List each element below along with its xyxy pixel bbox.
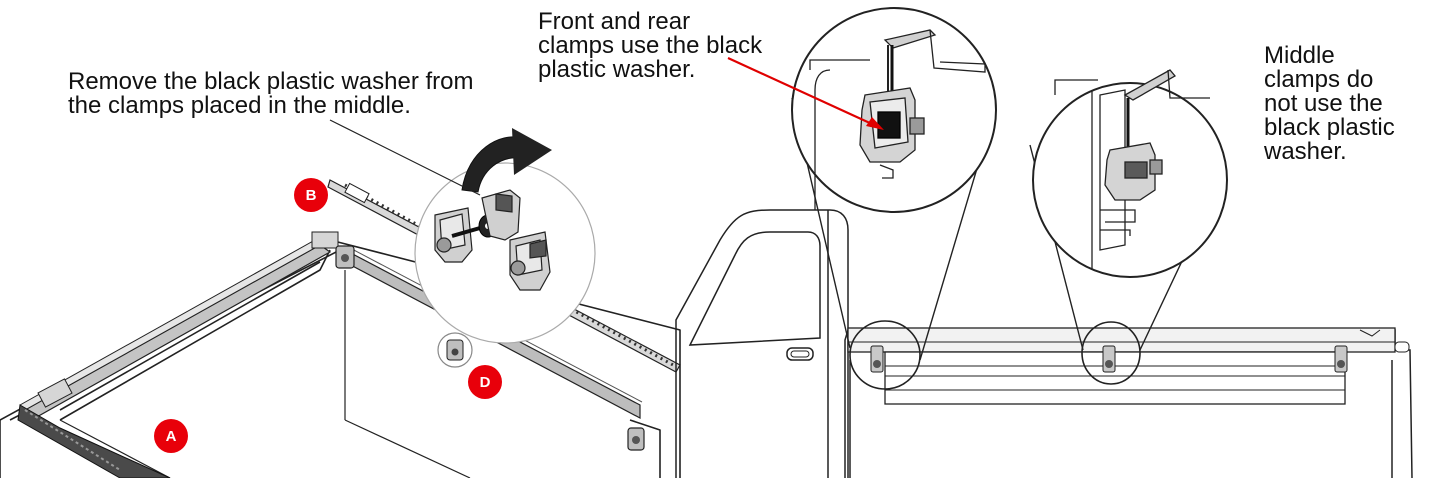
callout-front-rear: Front and rear clamps use the black plas… — [538, 8, 763, 83]
clamp-with-washer — [434, 207, 481, 263]
badge-b: B — [294, 178, 328, 212]
rail-clamp-rear-left — [335, 245, 355, 269]
svg-text:B: B — [306, 187, 317, 204]
detail-circle-large — [414, 162, 596, 344]
zoom-circle-front-rear — [791, 7, 997, 213]
zoom-circle-middle — [1032, 69, 1228, 278]
side-clamp-middle — [1102, 345, 1116, 373]
focus-circle-middle — [1081, 321, 1141, 385]
side-rail-left — [19, 231, 339, 419]
washer-pointer-arrow — [727, 57, 884, 130]
badge-a: A — [154, 419, 188, 453]
clamp-without-washer — [509, 231, 551, 291]
front-seal — [17, 378, 171, 478]
detail-circle-small — [437, 332, 473, 368]
rail-clamp-front-right — [627, 427, 645, 451]
focus-circle-front — [849, 320, 921, 390]
instruction-leader — [329, 119, 481, 196]
badge-d: D — [468, 365, 502, 399]
remove-arrow-icon — [461, 128, 552, 193]
svg-text:D: D — [480, 374, 491, 391]
clamp-top-piece — [481, 189, 521, 241]
instruction-text: Remove the black plastic washer from the… — [68, 68, 474, 119]
door-handle-icon — [786, 347, 814, 361]
tonneau-side-rail — [847, 327, 1410, 405]
side-clamp-front — [870, 345, 884, 373]
callout-middle: Middle clamps do not use the black plast… — [1264, 42, 1395, 165]
side-clamp-rear — [1334, 345, 1348, 373]
svg-text:A: A — [166, 428, 177, 445]
